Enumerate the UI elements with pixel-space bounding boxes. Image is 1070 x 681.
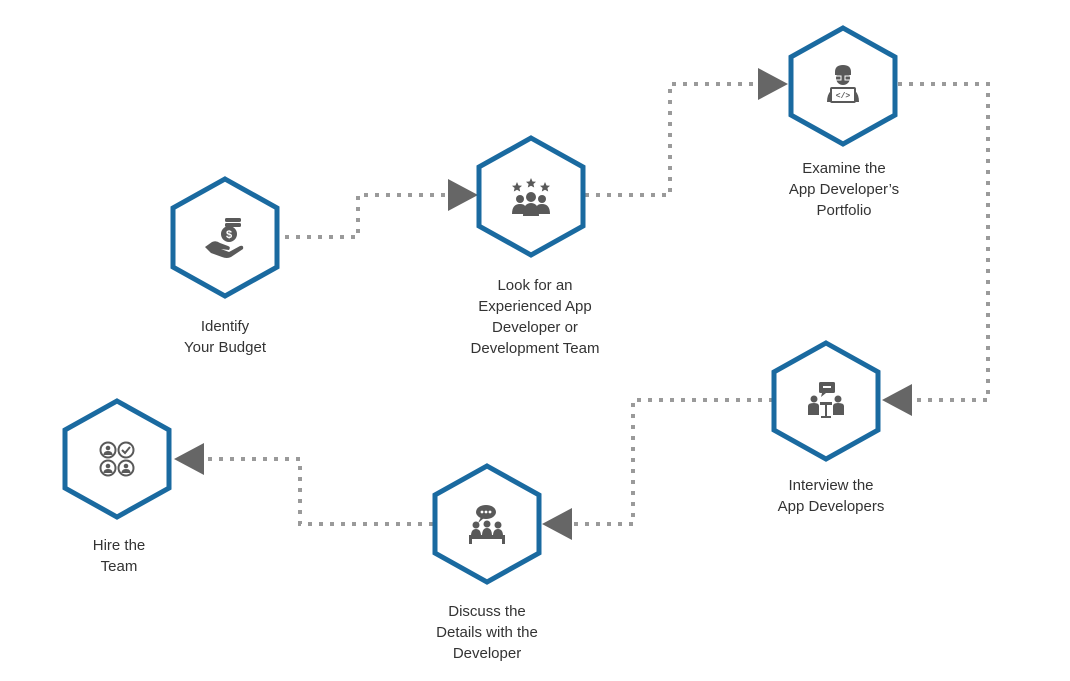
hexagon-interview — [771, 340, 881, 462]
label-line: Portfolio — [816, 202, 872, 219]
label-look-for-developer: Look for an Experienced App Developer or… — [415, 275, 655, 359]
developer-laptop-icon: </> — [827, 65, 859, 103]
money-hand-icon: $ — [205, 218, 244, 258]
label-hire-team: Hire the Team — [0, 535, 239, 577]
label-interview-developers: Interview the App Developers — [711, 475, 951, 517]
label-line: Development Team — [470, 340, 600, 357]
connector-budget-to-experienced — [285, 193, 448, 239]
label-examine-portfolio: Examine the App Developer’s Portfolio — [724, 158, 964, 221]
label-line: App Developer’s — [788, 181, 900, 198]
label-line: Identify — [200, 318, 250, 335]
label-line: Details with the — [436, 624, 538, 641]
hexagon-hire — [62, 398, 172, 520]
arrowhead-to-portfolio — [758, 68, 788, 100]
connector-discuss-to-hire — [205, 457, 433, 526]
arrowhead-to-discuss — [542, 508, 572, 540]
arrowhead-to-interview — [882, 384, 912, 416]
label-line: Developer or — [492, 319, 578, 336]
label-line: Hire the — [92, 537, 146, 554]
discussion-group-icon — [469, 505, 505, 544]
svg-text:$: $ — [226, 229, 232, 241]
label-discuss-details: Discuss the Details with the Developer — [367, 601, 607, 664]
label-line: Look for an — [497, 277, 573, 294]
svg-text:</>: </> — [836, 92, 851, 101]
label-identify-budget: Identify Your Budget — [105, 316, 345, 358]
arrowhead-to-experienced — [448, 179, 478, 211]
label-line: Discuss the — [448, 603, 526, 620]
label-line: App Developers — [777, 498, 885, 515]
connector-portfolio-to-interview — [898, 82, 990, 402]
connector-interview-to-discuss — [573, 398, 773, 526]
label-line: Interview the — [788, 477, 874, 494]
label-line: Examine the — [802, 160, 886, 177]
team-stars-icon — [512, 178, 550, 216]
team-check-icon — [99, 441, 135, 477]
interview-meeting-icon — [808, 382, 844, 418]
hexagon-portfolio — [788, 25, 898, 147]
label-line: Experienced App — [478, 298, 592, 315]
label-line: Developer — [452, 645, 522, 662]
label-line: Team — [100, 558, 138, 575]
arrowhead-to-hire — [174, 443, 204, 475]
label-line: Your Budget — [183, 339, 267, 356]
